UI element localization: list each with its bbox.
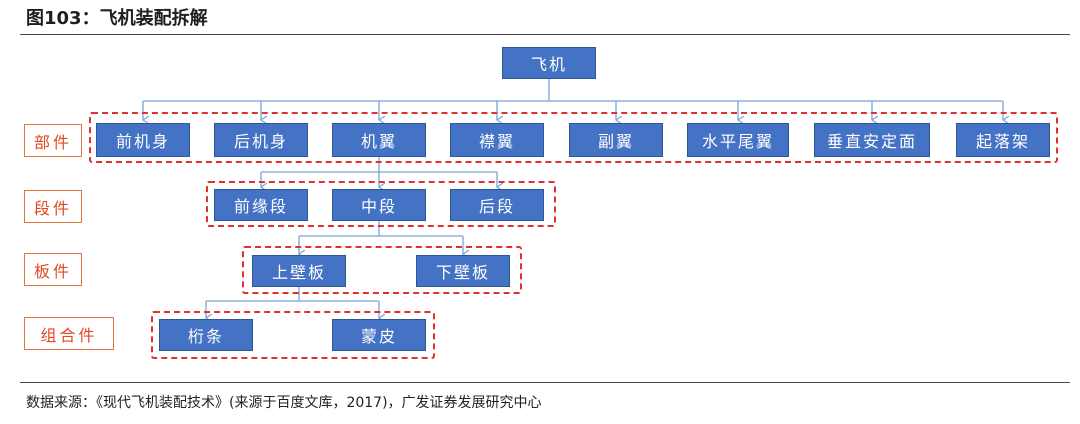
node-mid-segment: 中段 bbox=[332, 189, 426, 221]
node-landing-gear: 起落架 bbox=[956, 123, 1050, 157]
group-panels bbox=[242, 246, 522, 294]
level-label-segments: 段件 bbox=[24, 190, 82, 223]
group-segments bbox=[206, 181, 556, 227]
node-leading-edge-segment: 前缘段 bbox=[214, 189, 308, 221]
top-divider bbox=[20, 34, 1070, 35]
node-upper-panel: 上壁板 bbox=[252, 255, 346, 287]
node-flap: 襟翼 bbox=[450, 123, 544, 157]
figure-title: 图103：飞机装配拆解 bbox=[26, 8, 208, 29]
node-skin: 蒙皮 bbox=[332, 319, 426, 351]
node-wing: 机翼 bbox=[332, 123, 426, 157]
node-horizontal-tail: 水平尾翼 bbox=[687, 123, 789, 157]
level-label-panels: 板件 bbox=[24, 253, 82, 286]
group-assemblies bbox=[151, 311, 435, 359]
node-rear-fuselage: 后机身 bbox=[214, 123, 308, 157]
node-aircraft: 飞机 bbox=[502, 47, 596, 79]
source-note: 数据来源：《现代飞机装配技术》(来源于百度文库，2017)，广发证券发展研究中心 bbox=[26, 395, 542, 411]
node-vertical-stabilizer: 垂直安定面 bbox=[814, 123, 930, 157]
node-trailing-segment: 后段 bbox=[450, 189, 544, 221]
node-lower-panel: 下壁板 bbox=[416, 255, 510, 287]
group-components bbox=[89, 112, 1058, 163]
bottom-divider bbox=[20, 382, 1070, 383]
level-label-assemblies: 组合件 bbox=[24, 317, 114, 350]
node-stringer: 桁条 bbox=[159, 319, 253, 351]
level-label-components: 部件 bbox=[24, 124, 82, 157]
node-front-fuselage: 前机身 bbox=[96, 123, 190, 157]
node-aileron: 副翼 bbox=[569, 123, 663, 157]
